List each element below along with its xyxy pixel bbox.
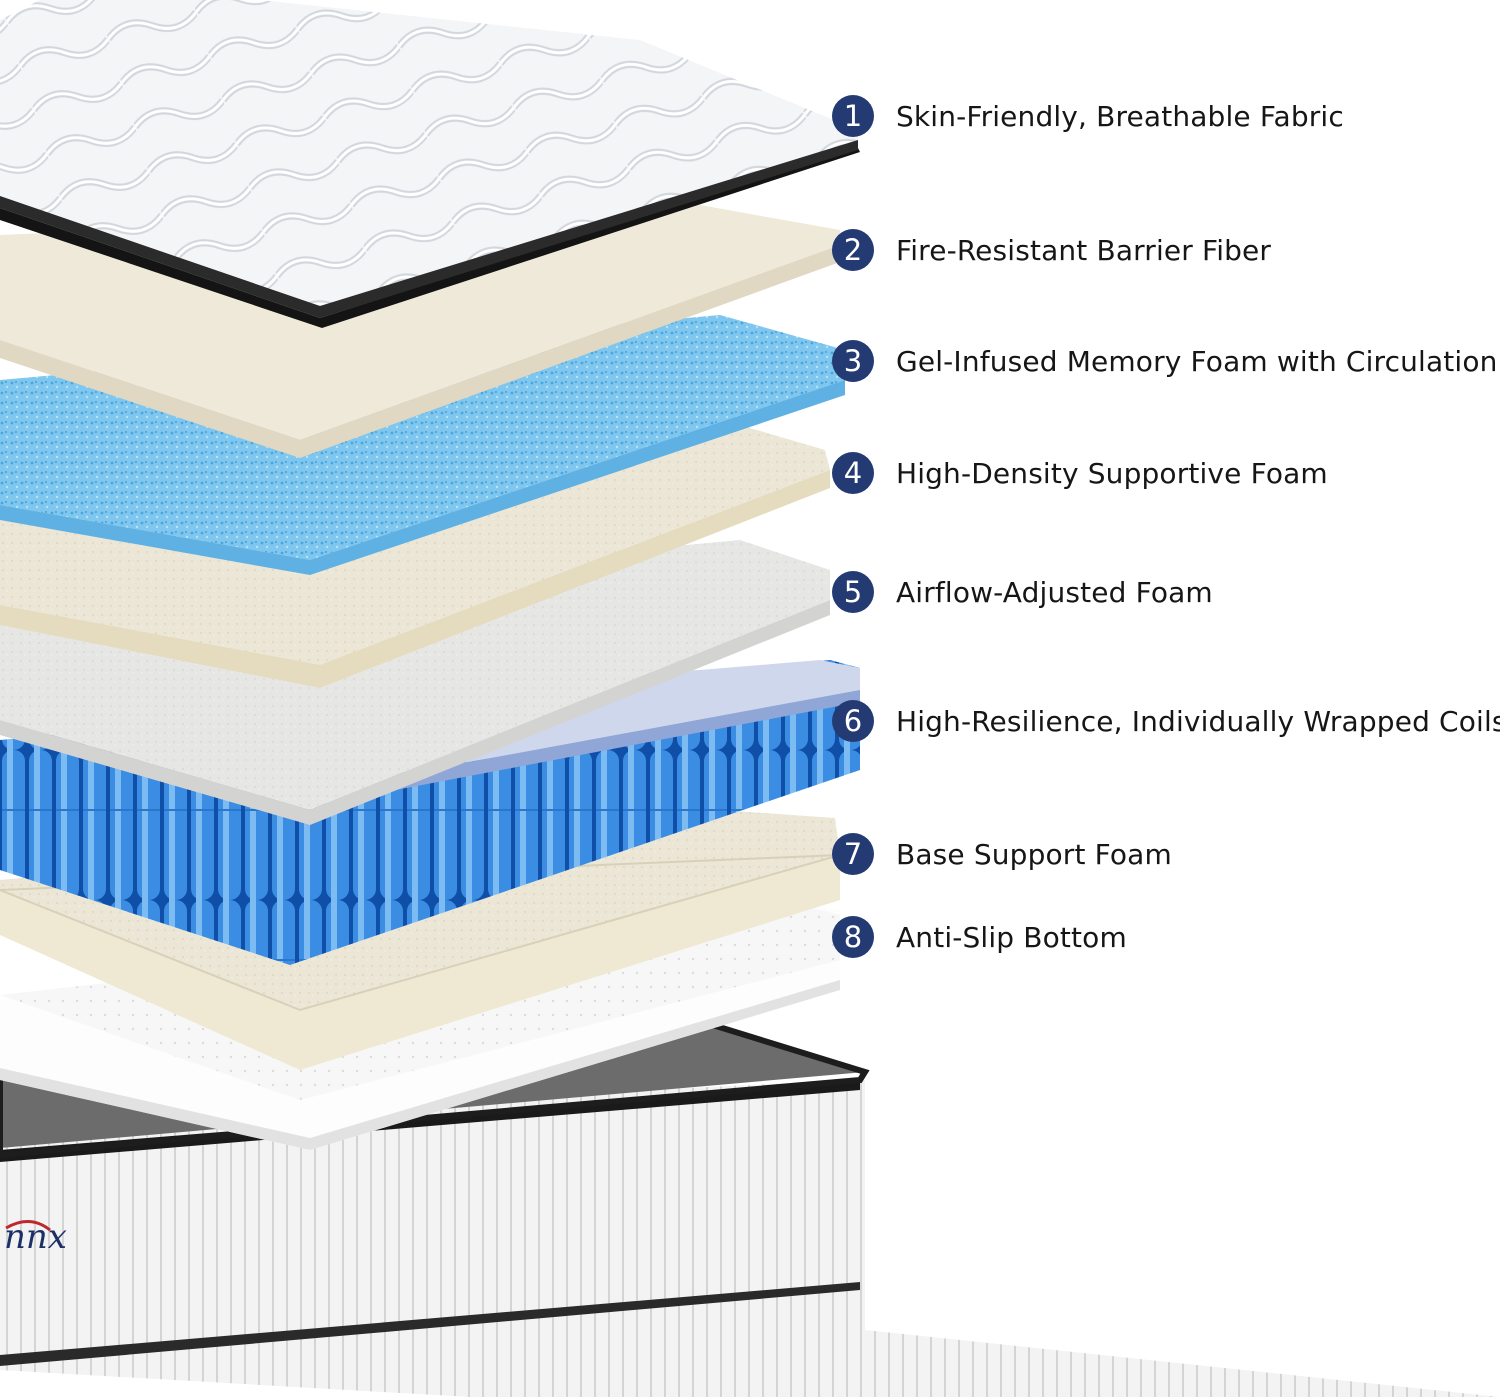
layer-label-text: Fire-Resistant Barrier Fiber [896, 233, 1272, 267]
numbered-circle-icon: 2 [832, 229, 874, 271]
numbered-circle-icon: 8 [832, 916, 874, 958]
numbered-circle-icon: 5 [832, 571, 874, 613]
layer-label-text: High-Density Supportive Foam [896, 456, 1328, 490]
layer-label-text: Skin-Friendly, Breathable Fabric [896, 99, 1344, 133]
layer-label-4: 4 High-Density Supportive Foam [832, 452, 1328, 494]
layer-label-7: 7 Base Support Foam [832, 833, 1172, 875]
layer-label-3: 3 Gel-Infused Memory Foam with Circulatio… [832, 340, 1498, 382]
layer-label-text: Gel-Infused Memory Foam with Circulation [896, 344, 1498, 378]
layer-label-text: Anti-Slip Bottom [896, 920, 1127, 954]
layer-label-6: 6 High-Resilience, Individually Wrapped C… [832, 700, 1500, 742]
layer-label-5: 5 Airflow-Adjusted Foam [832, 571, 1213, 613]
numbered-circle-icon: 6 [832, 700, 874, 742]
numbered-circle-icon: 1 [832, 95, 874, 137]
layer-label-2: 2 Fire-Resistant Barrier Fiber [832, 229, 1271, 271]
layer-1-top-fabric [0, 0, 860, 328]
layer-label-1: 1 Skin-Friendly, Breathable Fabric [832, 95, 1344, 137]
layer-label-text: High-Resilience, Individually Wrapped Co… [896, 704, 1500, 738]
numbered-circle-icon: 7 [832, 833, 874, 875]
layer-label-text: Airflow-Adjusted Foam [896, 575, 1213, 609]
layer-label-text: Base Support Foam [896, 837, 1172, 871]
numbered-circle-icon: 4 [832, 452, 874, 494]
layer-label-8: 8 Anti-Slip Bottom [832, 916, 1127, 958]
numbered-circle-icon: 3 [832, 340, 874, 382]
